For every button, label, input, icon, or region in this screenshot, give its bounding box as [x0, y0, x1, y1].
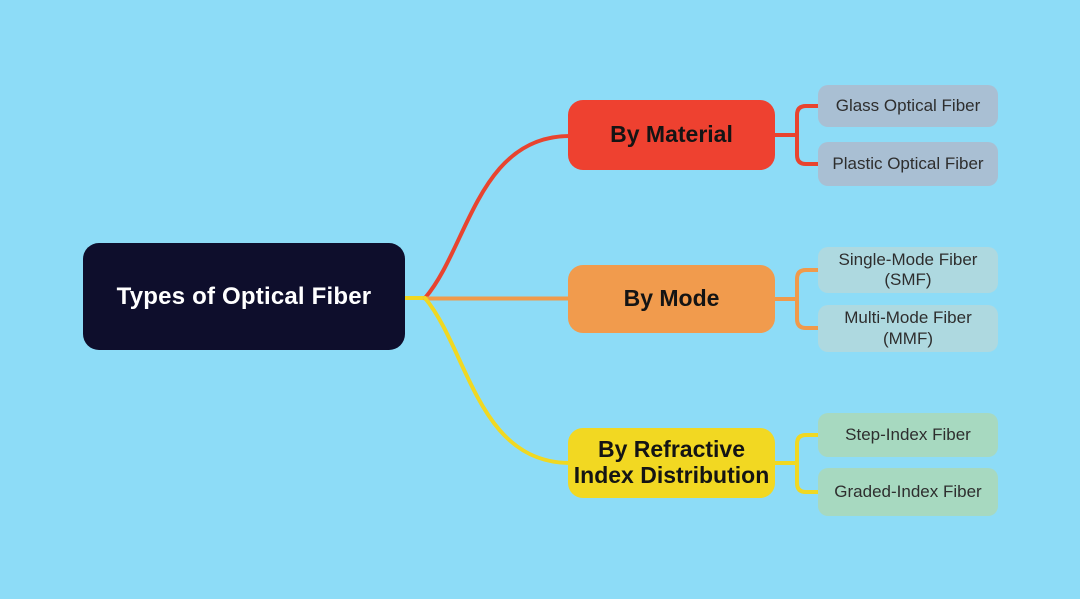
connector-mode-bracket — [795, 268, 820, 330]
leaf-node-single-mode-fiber: Single-Mode Fiber (SMF) — [818, 247, 998, 293]
leaf-node-multi-mode-fiber: Multi-Mode Fiber (MMF) — [818, 305, 998, 352]
branch-node-by-refractive-index-distribution: By Refractive Index Distribution — [568, 428, 775, 498]
branch-node-by-material: By Material — [568, 100, 775, 170]
root-node-types-of-optical-fiber: Types of Optical Fiber — [83, 243, 405, 350]
connector-root-material — [423, 134, 572, 300]
branch-node-by-mode: By Mode — [568, 265, 775, 333]
connector-root-refractive — [423, 296, 572, 465]
leaf-node-graded-index-fiber: Graded-Index Fiber — [818, 468, 998, 516]
leaf-node-plastic-optical-fiber: Plastic Optical Fiber — [818, 142, 998, 186]
connector-refractive-bracket — [795, 433, 820, 494]
leaf-node-glass-optical-fiber: Glass Optical Fiber — [818, 85, 998, 127]
leaf-node-step-index-fiber: Step-Index Fiber — [818, 413, 998, 457]
connector-material-bracket — [795, 104, 820, 166]
